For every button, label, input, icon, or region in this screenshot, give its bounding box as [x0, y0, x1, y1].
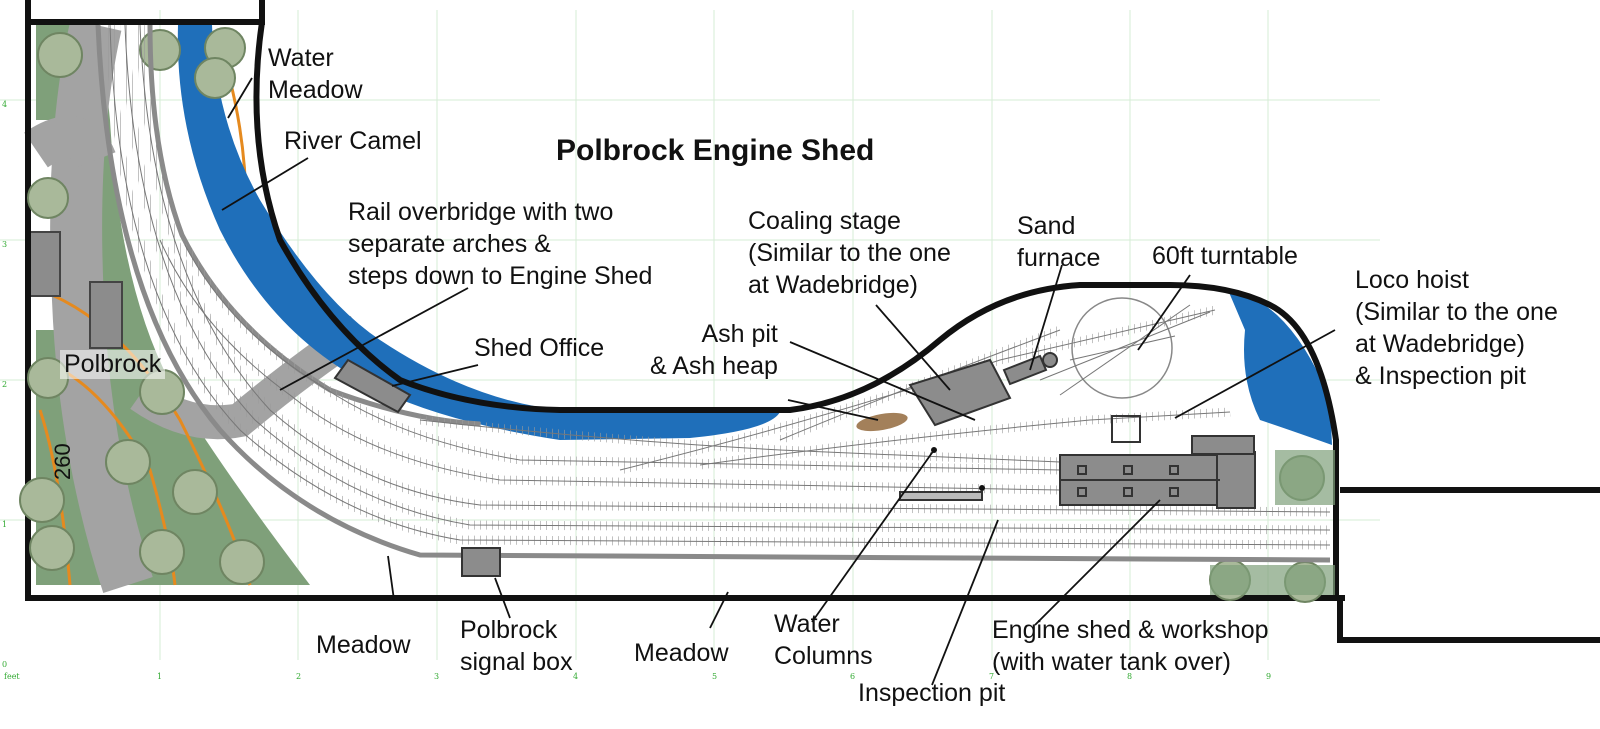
- label-meadow-left: Meadow: [316, 631, 411, 659]
- grass-strip: [1210, 565, 1335, 595]
- label-loco-hoist: Loco hoist (Similar to the one at Wadebr…: [1355, 266, 1558, 390]
- label-ash-pit: Ash pit & Ash heap: [650, 320, 778, 380]
- label-river-camel: River Camel: [284, 127, 422, 155]
- y-tick-0: 0: [2, 660, 8, 669]
- village-buildings: [29, 231, 123, 349]
- label-signal-box: Polbrock signal box: [460, 616, 573, 676]
- x-tick-9: 9: [1266, 672, 1272, 681]
- road: [50, 19, 153, 594]
- water-column-2: [979, 485, 985, 491]
- y-tick-4: 4: [2, 100, 8, 109]
- river-camel-right: [1228, 290, 1332, 445]
- x-tick-3: 3: [434, 672, 440, 681]
- axis-unit-label: feet: [4, 672, 20, 681]
- label-coaling-stage: Coaling stage (Similar to the one at Wad…: [748, 207, 951, 299]
- y-tick-3: 3: [2, 240, 8, 249]
- x-tick-5: 5: [712, 672, 718, 681]
- turntable: [1071, 297, 1173, 399]
- x-tick-4: 4: [573, 672, 579, 681]
- y-tick-1: 1: [2, 520, 8, 529]
- label-turntable: 60ft turntable: [1152, 242, 1298, 270]
- shed-windows: [1060, 465, 1220, 497]
- grass-corner: [1275, 450, 1335, 505]
- y-tick-2: 2: [2, 380, 8, 389]
- river-camel: [177, 25, 780, 440]
- x-tick-2: 2: [296, 672, 302, 681]
- structures: [333, 352, 1256, 577]
- x-tick-6: 6: [850, 672, 856, 681]
- label-inspection-pit: Inspection pit: [858, 679, 1006, 707]
- label-meadow-right: Meadow: [634, 639, 729, 667]
- label-sand-furnace: Sand furnace: [1017, 212, 1101, 272]
- place-label-polbrock: Polbrock: [60, 350, 166, 379]
- x-tick-8: 8: [1127, 672, 1133, 681]
- track-formation: [95, 24, 1331, 563]
- label-engine-shed: Engine shed & workshop (with water tank …: [992, 616, 1269, 676]
- turntable-radials: [1039, 304, 1211, 396]
- ash-heap: [856, 412, 908, 432]
- label-water-meadow: Water Meadow: [268, 44, 363, 104]
- diagram-title: Polbrock Engine Shed: [556, 134, 875, 167]
- x-tick-1: 1: [157, 672, 163, 681]
- label-rail-overbridge: Rail overbridge with two separate arches…: [348, 198, 653, 290]
- road-branch: [24, 116, 116, 169]
- label-water-columns: Water Columns: [774, 610, 873, 670]
- label-shed-office: Shed Office: [474, 334, 605, 362]
- road-number: 260: [50, 443, 75, 480]
- leader-lines: [221, 77, 1336, 686]
- x-tick-7: 7: [989, 672, 995, 681]
